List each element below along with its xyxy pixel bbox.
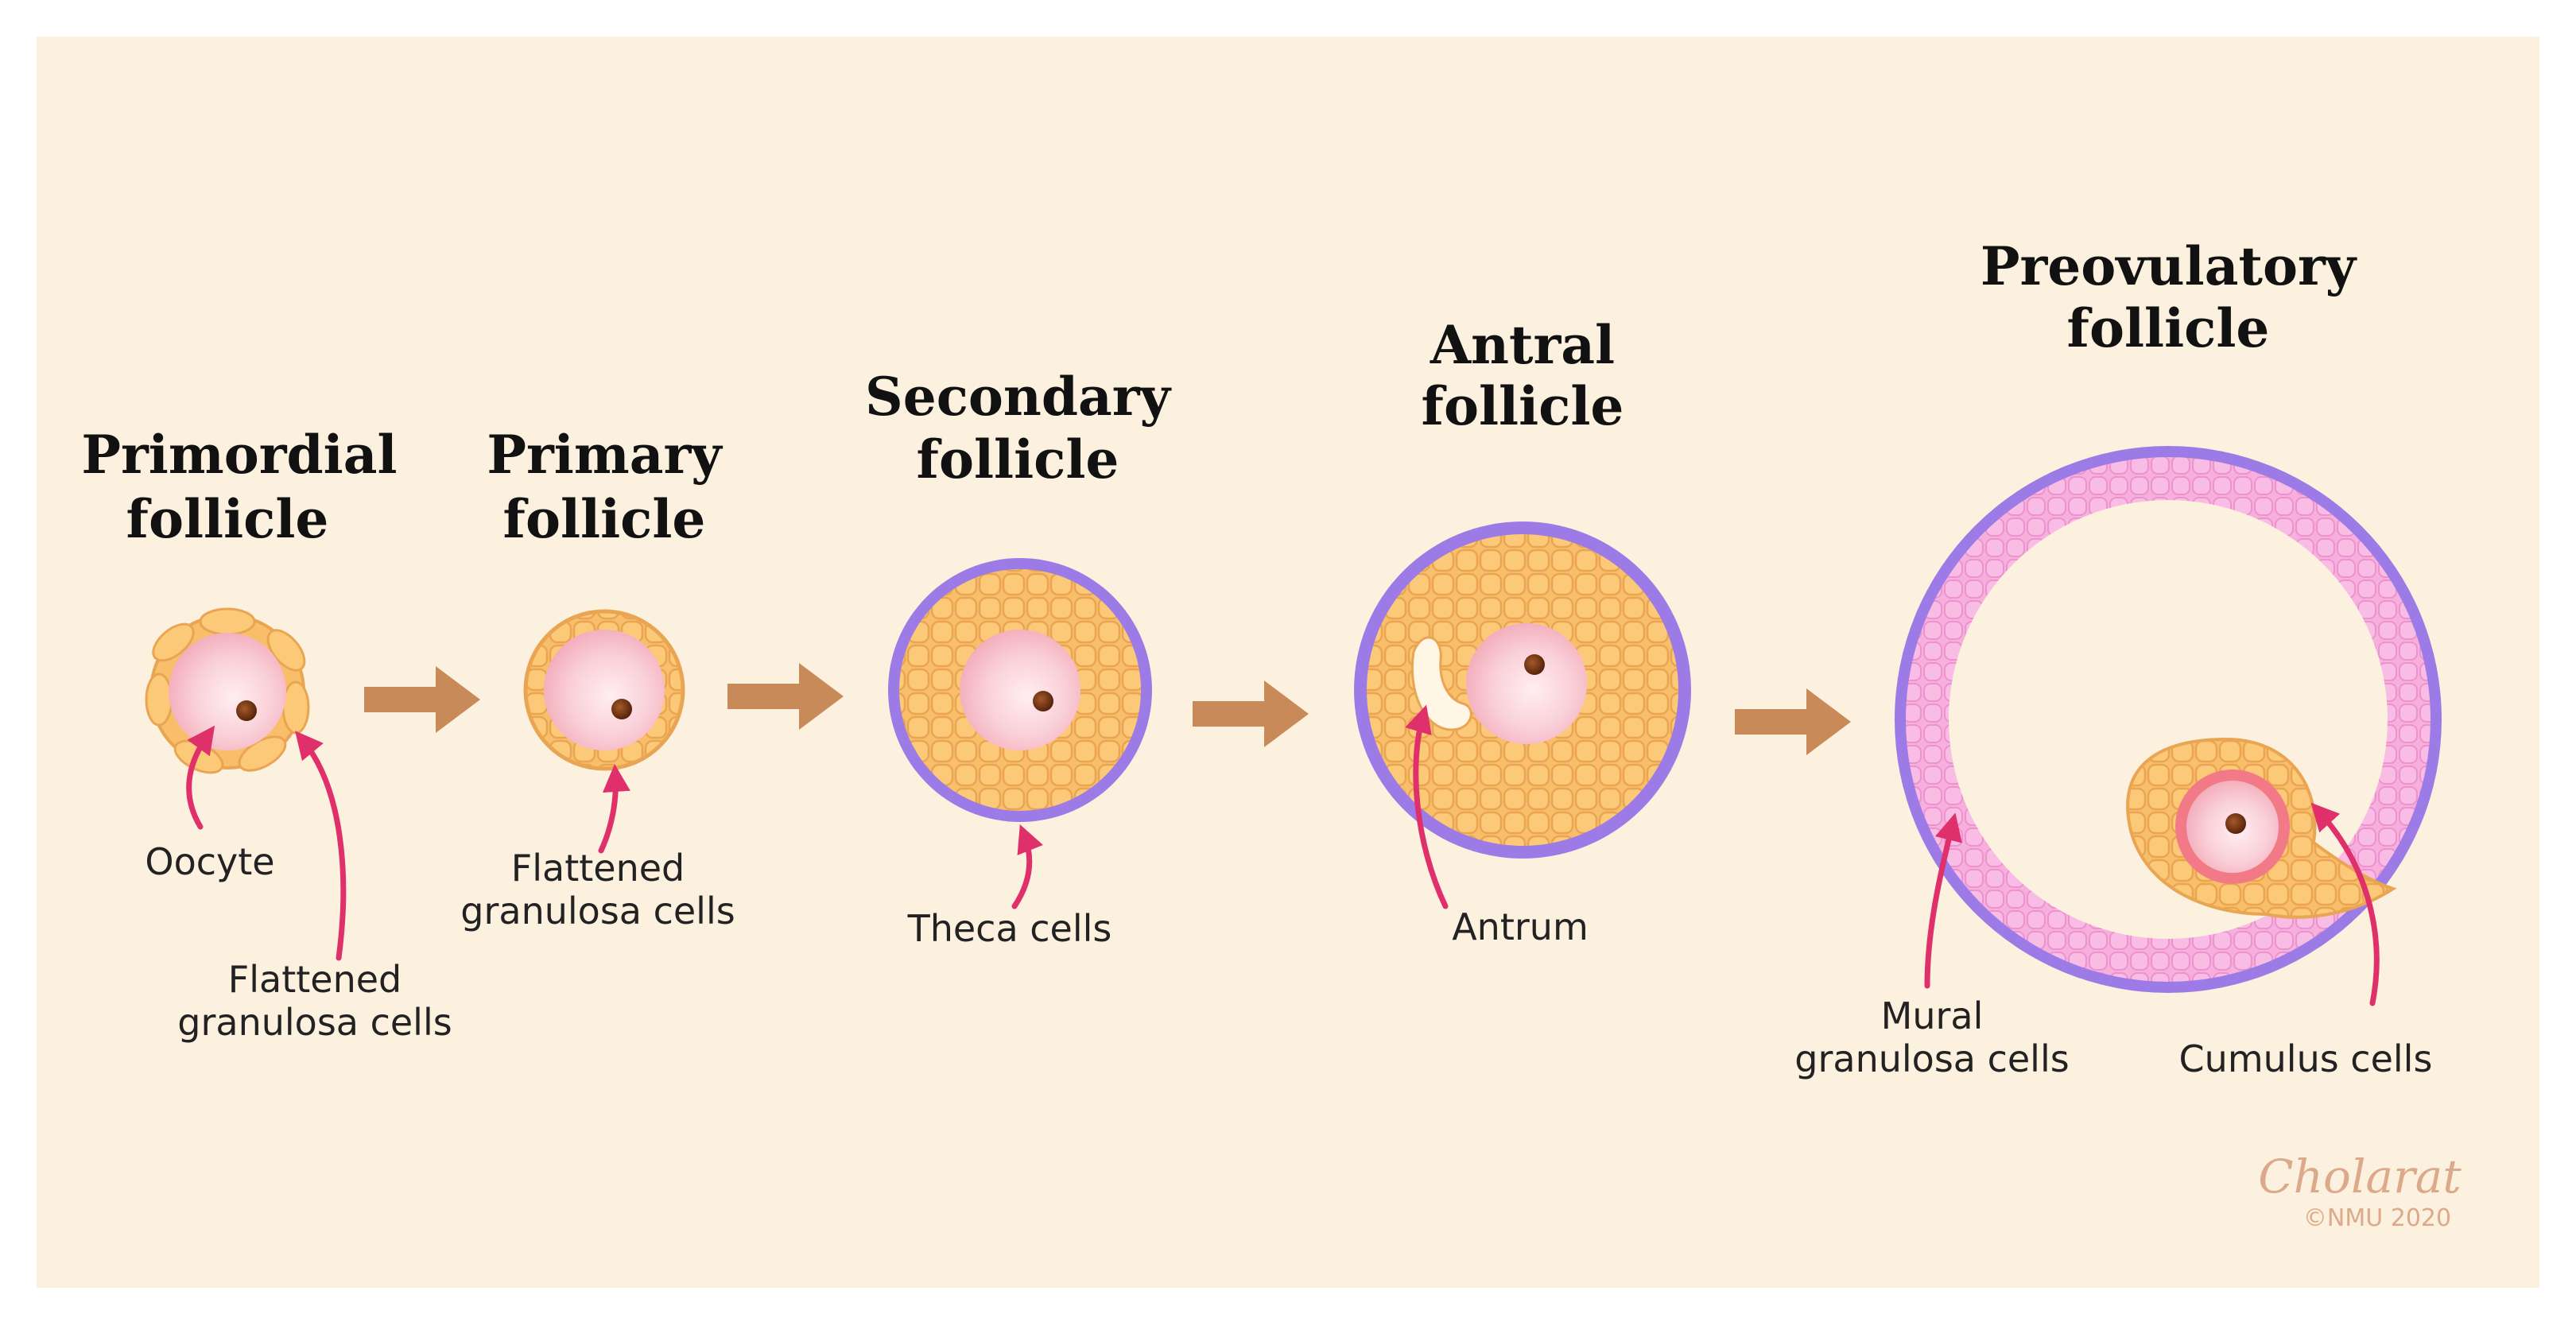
svg-text:Secondary: Secondary (865, 366, 1172, 428)
antral-oocyte (1466, 623, 1587, 744)
primordial-nucleus (236, 700, 257, 721)
svg-text:follicle: follicle (917, 428, 1119, 490)
svg-text:Mural: Mural (1881, 994, 1984, 1037)
arrow-secondary-to-antral (1193, 680, 1309, 747)
title-antral: Antral follicle (1422, 314, 1624, 437)
preovulatory-nucleus (2225, 813, 2246, 834)
title-secondary: Secondary follicle (865, 366, 1172, 490)
svg-text:follicle: follicle (2067, 297, 2270, 359)
antral-follicle (1354, 521, 1691, 859)
pointer-cumulus (2310, 802, 2380, 1006)
label-theca: Theca cells (907, 907, 1112, 950)
svg-text:follicle: follicle (126, 488, 329, 550)
pointer-mural (1924, 812, 1962, 989)
preovulatory-follicle (1895, 446, 2442, 993)
title-preovulatory: Preovulatory follicle (1980, 235, 2357, 359)
label-mural-granulosa: Mural granulosa cells (1794, 994, 2069, 1080)
arrow-primary-to-secondary (727, 663, 844, 730)
pointer-antrum (1405, 704, 1449, 909)
label-primordial-granulosa: Flattened granulosa cells (177, 958, 452, 1044)
pointer-primordial-granulosa (295, 731, 347, 961)
pointer-oocyte (186, 725, 215, 830)
label-primary-granulosa: Flattened granulosa cells (460, 847, 735, 932)
arrow-primordial-to-primary (364, 666, 480, 733)
pointer-theca (1011, 824, 1044, 909)
secondary-oocyte (960, 630, 1080, 750)
primordial-oocyte (169, 633, 286, 750)
label-oocyte: Oocyte (145, 840, 274, 883)
svg-text:Antral: Antral (1430, 314, 1615, 376)
svg-text:follicle: follicle (503, 488, 706, 550)
progression-arrows (364, 663, 1851, 755)
secondary-follicle (888, 558, 1152, 822)
signature: Cholarat (2258, 1149, 2462, 1204)
primary-oocyte (544, 630, 665, 750)
primary-nucleus (611, 699, 632, 719)
label-antrum: Antrum (1452, 905, 1589, 948)
svg-text:Preovulatory: Preovulatory (1980, 235, 2357, 297)
svg-text:Flattened: Flattened (511, 847, 685, 890)
svg-text:granulosa cells: granulosa cells (460, 890, 735, 932)
arrow-antral-to-preovulatory (1735, 688, 1851, 755)
svg-text:Primordial: Primordial (81, 424, 397, 486)
svg-text:follicle: follicle (1422, 375, 1624, 437)
primary-follicle (523, 609, 685, 771)
primordial-follicle (145, 607, 310, 774)
svg-text:Flattened: Flattened (228, 958, 402, 1001)
antral-nucleus (1524, 654, 1545, 675)
title-primordial: Primordial follicle (81, 424, 397, 550)
pointer-primary-granulosa (598, 764, 630, 854)
copyright: ©NMU 2020 (2303, 1204, 2451, 1232)
label-cumulus: Cumulus cells (2179, 1037, 2433, 1080)
svg-text:granulosa cells: granulosa cells (177, 1001, 452, 1044)
title-primary: Primary follicle (487, 424, 723, 550)
svg-text:granulosa cells: granulosa cells (1794, 1037, 2069, 1080)
svg-text:Primary: Primary (487, 424, 723, 486)
pointer-lines (186, 704, 2380, 1006)
secondary-nucleus (1033, 691, 1053, 711)
